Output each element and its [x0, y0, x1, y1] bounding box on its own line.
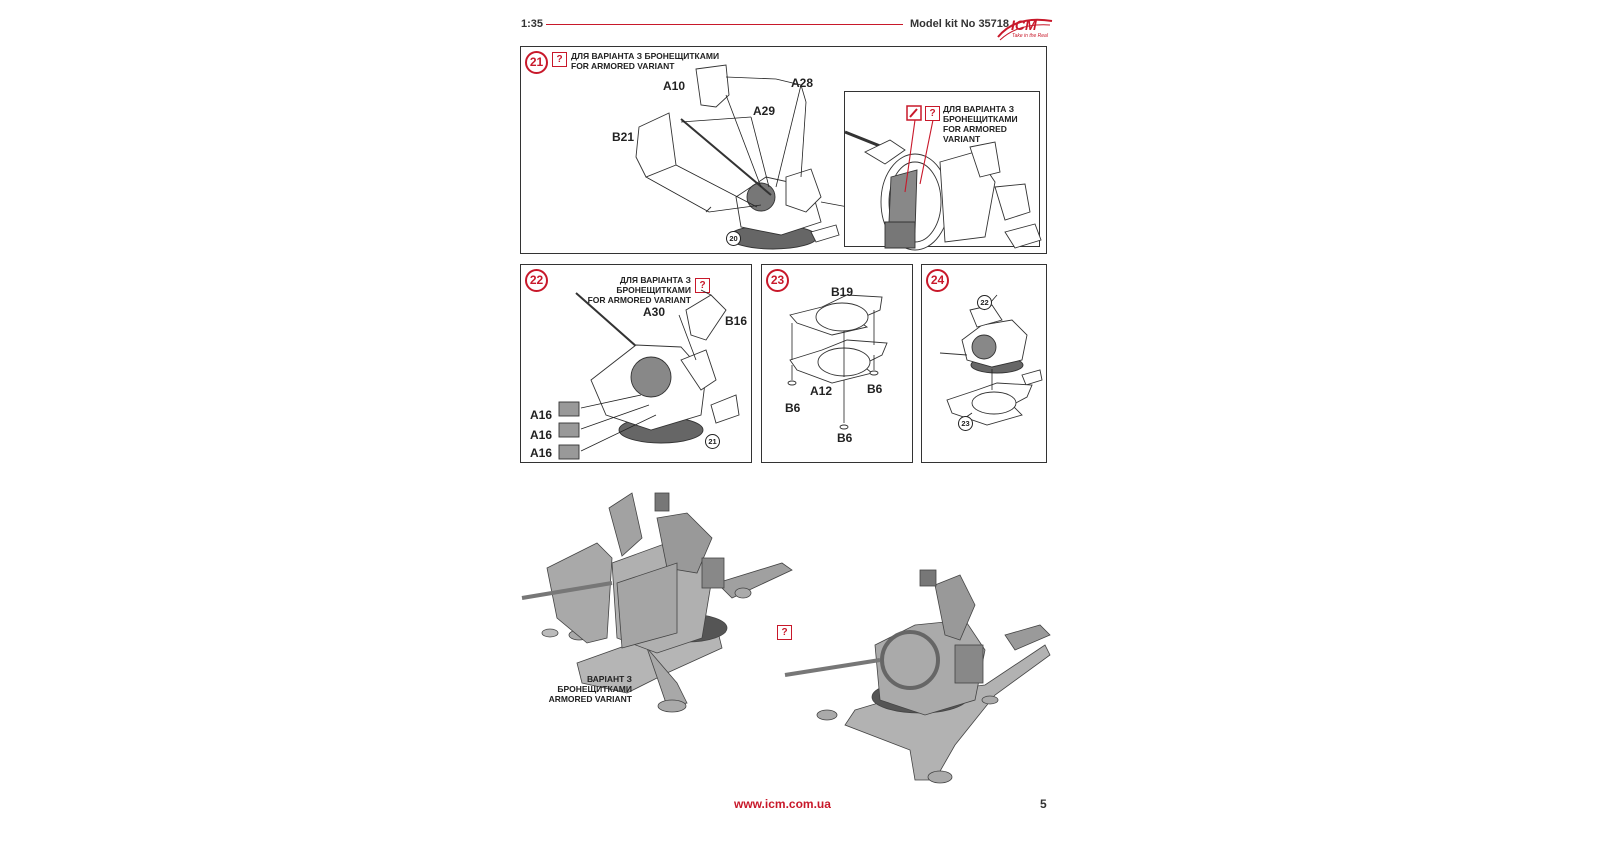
step-22-diagram	[558, 289, 740, 460]
armored-caption: ВАРІАНТ З БРОНЕЩИТКАМИ ARMORED VARIANT	[548, 674, 632, 704]
part-label: B6	[837, 431, 853, 445]
part-label: B6	[867, 382, 883, 396]
standard-variant-render	[784, 569, 1051, 784]
step-22-note: ДЛЯ ВАРІАНТА З БРОНЕЩИТКАМИ FOR ARMORED …	[587, 275, 691, 305]
site-url-link[interactable]: www.icm.com.ua	[734, 797, 831, 811]
question-icon: ?	[552, 52, 567, 67]
step-23-diagram	[787, 294, 888, 430]
step-22-panel: 22 ДЛЯ ВАРІАНТА З БРОНЕЩИТКАМИ FOR ARMOR…	[520, 264, 752, 463]
header-rule	[546, 24, 903, 25]
logo-swoosh-icon	[997, 18, 1053, 41]
step-24-diagram	[939, 294, 1043, 426]
part-label: B21	[612, 130, 635, 144]
step-22-badge: 22	[525, 269, 548, 292]
model-kit-label: Model kit No 35718	[910, 18, 1010, 30]
scale-label: 1:35	[521, 18, 544, 30]
part-label: B16	[725, 314, 748, 328]
step-23-panel: 23 B19 A12 B6 B6 B6	[761, 264, 913, 463]
part-label: B6	[785, 401, 801, 415]
part-label: A28	[791, 76, 814, 90]
question-icon: ?	[925, 106, 940, 121]
step-21-badge: 21	[525, 51, 548, 74]
question-icon: ?	[695, 278, 710, 293]
part-label: A16	[530, 428, 553, 442]
part-label: A10	[663, 79, 686, 93]
armored-variant-render	[521, 492, 793, 713]
step-21-note: ДЛЯ ВАРІАНТА З БРОНЕЩИТКАМИ FOR ARMORED …	[571, 51, 720, 71]
ref-step-circle: 23	[958, 416, 973, 431]
page-number: 5	[1040, 797, 1047, 811]
inset-note: ДЛЯ ВАРІАНТА З БРОНЕЩИТКАМИ FOR ARMORED …	[943, 104, 1018, 144]
logo-tagline: Take in the Real	[1012, 33, 1048, 39]
step-23-badge: 23	[766, 269, 789, 292]
ref-step-circle: 21	[705, 434, 720, 449]
step-21-diagram	[635, 64, 849, 250]
ref-step-circle: 22	[977, 295, 992, 310]
part-label: A30	[643, 305, 666, 319]
step-21-panel: 21 ? ДЛЯ ВАРІАНТА З БРОНЕЩИТКАМИ FOR ARM…	[520, 46, 1047, 254]
part-label: B19	[831, 285, 854, 299]
part-label: A16	[530, 408, 553, 422]
part-label: A16	[530, 446, 553, 460]
step-21-inset: ? ДЛЯ ВАРІАНТА З БРОНЕЩИТКАМИ FOR ARMORE…	[844, 91, 1042, 251]
ref-step-circle: 20	[726, 231, 741, 246]
logo-text: ICM	[1011, 17, 1037, 33]
question-icon: ?	[777, 625, 792, 640]
glue-icon	[906, 105, 922, 121]
icm-logo: ICM Take in the Real	[996, 15, 1054, 43]
inset-diagram	[844, 119, 1042, 251]
part-label: A12	[810, 384, 833, 398]
step-24-badge: 24	[926, 269, 949, 292]
step-24-panel: 24 22 23	[921, 264, 1047, 463]
part-label: A29	[753, 104, 776, 118]
